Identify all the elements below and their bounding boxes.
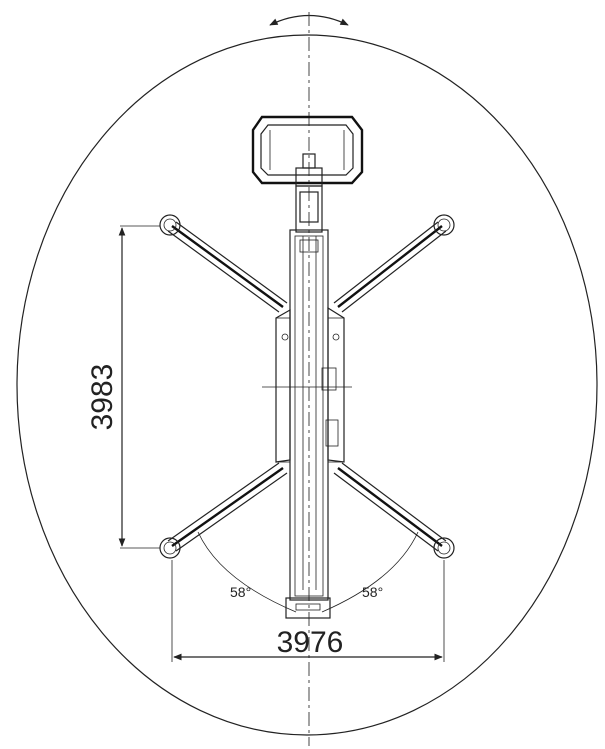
dimension-width-label: 3976 xyxy=(277,626,344,659)
angle-left: 58° xyxy=(197,531,297,613)
outrigger-top-right xyxy=(333,214,455,313)
angle-right: 58° xyxy=(321,531,419,613)
swing-radius-ellipse xyxy=(16,34,598,736)
dimension-length: 3983 xyxy=(86,225,160,549)
boom-assembly xyxy=(285,185,339,619)
work-platform-basket xyxy=(251,115,364,187)
angle-left-label: 58° xyxy=(230,584,251,600)
angle-right-label: 58° xyxy=(362,584,383,600)
outrigger-bottom-right xyxy=(333,462,455,559)
outrigger-top-left xyxy=(159,214,288,313)
dimension-width: 3976 xyxy=(171,560,445,662)
outrigger-bottom-left xyxy=(159,462,288,559)
chassis-body xyxy=(275,306,345,463)
dimension-length-label: 3983 xyxy=(86,364,119,431)
